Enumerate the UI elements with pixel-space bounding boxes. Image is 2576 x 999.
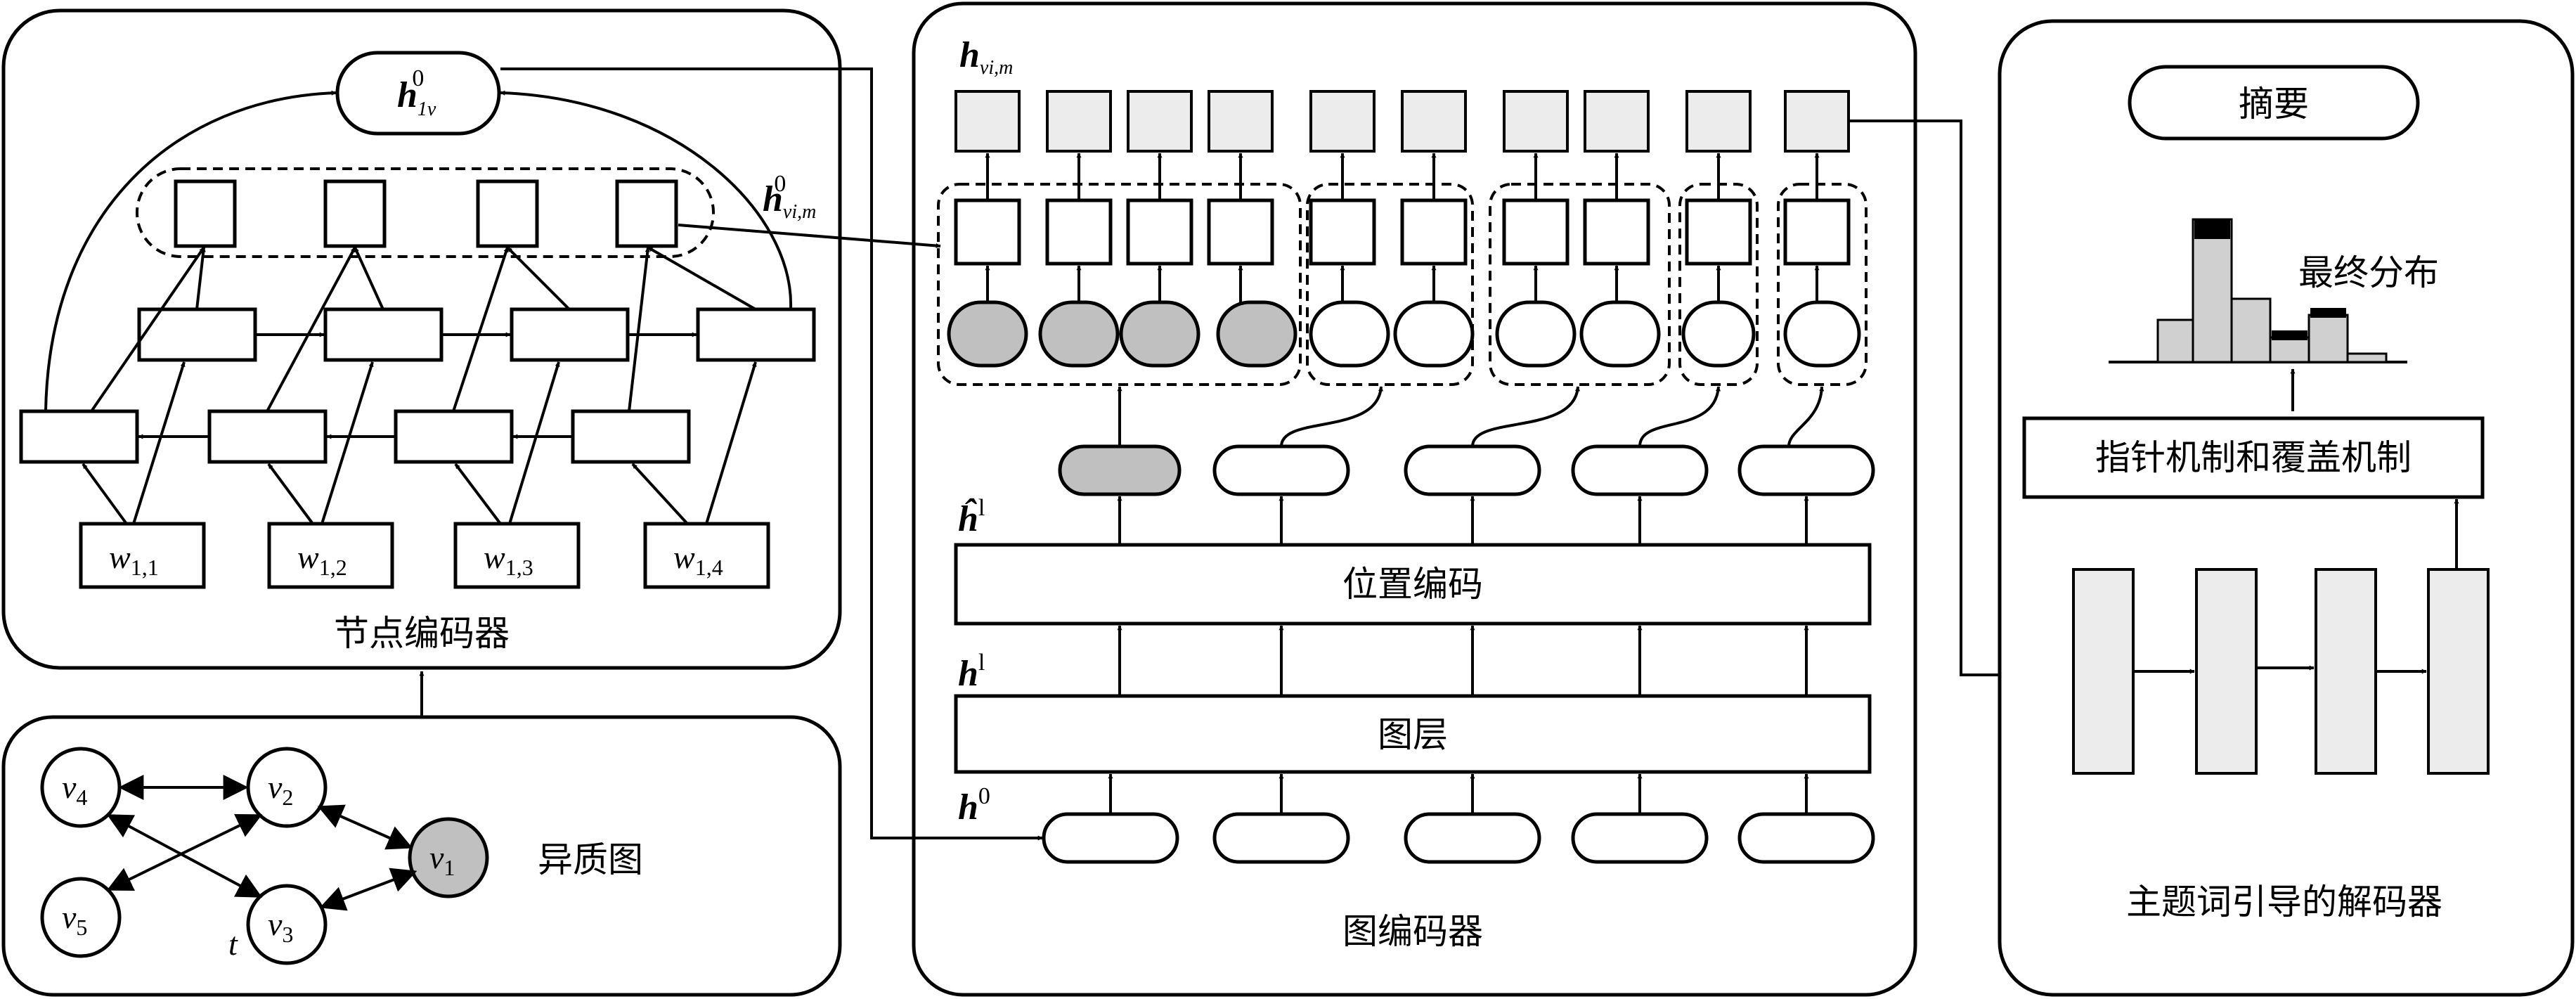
final-dist-label: 最终分布 — [2298, 253, 2439, 292]
graph-node-v2: v2 — [268, 769, 293, 810]
position-encoding-box — [954, 543, 1872, 626]
word-w11: w1,1 — [109, 539, 159, 580]
word-w14: w1,4 — [673, 539, 723, 580]
label-h-0: h0 — [958, 783, 990, 827]
graph-node-v4: v4 — [62, 769, 87, 810]
decoder-title: 主题词引导的解码器 — [2126, 882, 2442, 922]
hetero-graph-panel: v4 v2 v5 v3 v1 t 异质图 — [1, 671, 842, 997]
graph-layer-label: 图层 — [1378, 715, 1448, 754]
decoder-panel: 摘要 最终分布 指针机制和覆盖机制 主题词引导 — [1998, 19, 2575, 997]
node-side-label: hvi,m0 — [763, 171, 816, 223]
edge-label-t: t — [228, 926, 238, 962]
summary-box — [2128, 65, 2420, 141]
decoder-rnn-cells — [2072, 568, 2490, 775]
graph-up-arrows — [985, 153, 1820, 200]
graph-mid-pills — [1058, 444, 1875, 496]
mechanism-label: 指针机制和覆盖机制 — [2095, 438, 2412, 477]
graph-output-boxes — [954, 90, 1850, 153]
top-node-h1v — [335, 51, 501, 136]
node-encoder-title: 节点编码器 — [334, 614, 510, 653]
node-encoder-arrows — [44, 90, 793, 525]
word-w12: w1,2 — [297, 539, 347, 580]
word-w13: w1,3 — [484, 539, 533, 580]
top-node-label: h1v0 — [397, 65, 436, 120]
position-encoding-label: 位置编码 — [1342, 565, 1483, 604]
final-distribution-chart — [2109, 218, 2407, 363]
graph-ovals — [947, 300, 1861, 368]
summary-label: 摘要 — [2239, 84, 2309, 124]
oval-box-arrows — [985, 265, 1820, 302]
label-h-hat-l: ĥl — [958, 495, 985, 539]
mechanism-box — [2022, 416, 2485, 499]
layer-to-pos-arrows — [1117, 625, 1809, 696]
graph-node-v3: v3 — [268, 906, 293, 947]
graph-encoder-title: 图编码器 — [1342, 912, 1483, 951]
node-encoder-panel: h1v0 hvi,m0 w1,1 w1,2 w1,3 w1,4 — [1, 8, 842, 670]
graph-input-pills — [1042, 812, 1875, 864]
graph-encoder-panel: 位置编码 图层 — [912, 1, 1917, 997]
input-to-layer-arrows — [1108, 773, 1809, 814]
pos-to-pill-arrows — [1117, 496, 1809, 545]
label-h-vim: hvi,m — [959, 35, 1013, 79]
graph-node-v5: v5 — [62, 899, 87, 940]
graph-node-boxes — [954, 198, 1851, 266]
hetero-graph-label: 异质图 — [538, 840, 643, 879]
label-h-l: hl — [958, 650, 985, 694]
graph-layer-box — [954, 694, 1872, 774]
hetero-graph-edges — [106, 775, 418, 911]
pill-group-arrows — [1117, 386, 1825, 447]
graph-node-v1: v1 — [429, 839, 455, 880]
